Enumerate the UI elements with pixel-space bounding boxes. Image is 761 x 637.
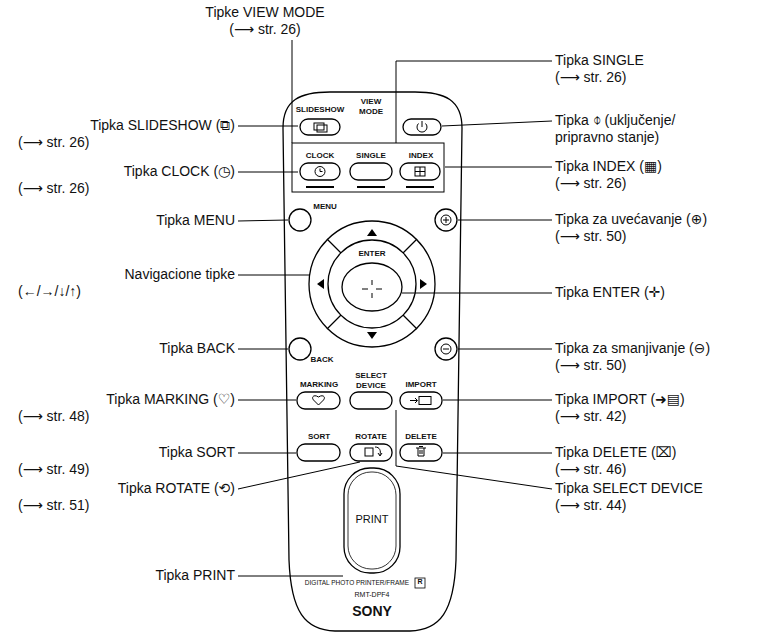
navigation-separators	[327, 239, 417, 329]
delete-button	[400, 444, 442, 461]
select-device-button	[350, 392, 392, 409]
callout-label: Tipka ENTER (✛)	[555, 284, 665, 301]
navigation-inner	[328, 240, 416, 328]
page-reference: (⟶ str. 26)	[555, 69, 626, 86]
back-button	[289, 338, 311, 360]
index-icon	[415, 167, 425, 176]
page-reference: (⟶ str. 50)	[555, 228, 626, 245]
button-label: MENU	[313, 202, 337, 212]
callout-label: Tipka CLOCK (◷)	[124, 163, 235, 180]
page-reference: (⟶ str. 51)	[18, 497, 89, 514]
zoom-out-button	[435, 338, 457, 360]
product-name: DIGITAL PHOTO PRINTER/FRAME	[305, 579, 409, 587]
sort-button	[297, 444, 340, 461]
page-reference: (⟶ str. 44)	[555, 497, 626, 514]
callout-label: Tipka ⌽ (uključenje/ pripravno stanje)	[555, 112, 715, 146]
marking-button	[297, 392, 340, 409]
page-reference: (←/→/↓/↑)	[18, 283, 81, 300]
callout-label: Tipka MARKING (♡)	[106, 391, 235, 408]
brand-logo: SONY	[352, 603, 392, 620]
page-reference: (⟶ str. 26)	[18, 134, 89, 151]
power-button	[403, 119, 441, 135]
index-button	[400, 163, 440, 180]
page-reference: (⟶ str. 26)	[229, 21, 300, 38]
leader-lines	[238, 40, 552, 576]
delete-icon	[416, 447, 426, 457]
callout-label: Tipka za uvećavanje (⊕)	[555, 211, 707, 228]
page-reference: (⟶ str. 26)	[555, 175, 626, 192]
button-label: INDEX	[409, 151, 433, 161]
page-reference: (⟶ str. 49)	[18, 461, 89, 478]
page-reference: (⟶ str. 42)	[555, 408, 626, 425]
mode-underlines	[306, 186, 434, 188]
logo-box	[415, 578, 425, 588]
page-reference: (⟶ str. 48)	[18, 408, 89, 425]
button-label: PRINT	[356, 513, 389, 526]
button-label: IMPORT	[405, 380, 436, 390]
callout-label: Tipka SINGLE	[555, 52, 644, 69]
callout-label: Navigacione tipke	[124, 266, 235, 283]
page-reference: (⟶ str. 46)	[555, 461, 626, 478]
button-label: SORT	[308, 432, 330, 442]
logo-mark: R	[417, 578, 422, 586]
button-label: SLIDESHOW	[296, 105, 344, 115]
button-label: MARKING	[300, 380, 338, 390]
callout-label: Tipka DELETE (⌧)	[555, 444, 676, 461]
callout-label: Tipka ROTATE (⟲)	[118, 480, 235, 497]
power-icon	[417, 121, 427, 132]
button-label: SINGLE	[356, 151, 386, 161]
slideshow-icon	[314, 123, 327, 132]
print-button-inner	[348, 472, 396, 569]
clock-icon	[315, 167, 325, 177]
print-button	[344, 468, 400, 573]
import-button	[400, 392, 442, 409]
zoom-icons	[441, 215, 451, 354]
clock-button	[300, 163, 340, 180]
menu-button	[289, 209, 311, 231]
callout-label: Tipka BACK	[159, 340, 235, 357]
button-label: ENTER	[358, 249, 385, 259]
heart-icon	[313, 396, 325, 405]
page-reference: (⟶ str. 50)	[555, 357, 626, 374]
page-reference: (⟶ str. 26)	[18, 180, 89, 197]
button-label: ROTATE	[355, 432, 387, 442]
enter-icon	[362, 280, 382, 298]
button-label: DELETE	[405, 432, 437, 442]
zoom-in-button	[435, 209, 457, 231]
navigation-arrows	[317, 229, 427, 339]
callout-label: Tipka SORT	[159, 444, 235, 461]
single-button	[350, 163, 392, 180]
enter-button	[342, 263, 402, 311]
callout-label: Tipka IMPORT (➜▤)	[555, 391, 685, 408]
callout-label: Tipka SLIDESHOW (⧉)	[90, 117, 235, 134]
model-number: RMT-DPF4	[355, 591, 390, 599]
rotate-button	[350, 444, 392, 461]
navigation-ring	[309, 221, 435, 347]
callout-label: Tipka SELECT DEVICE	[555, 480, 703, 497]
remote-body	[283, 92, 462, 631]
rotate-icon	[365, 447, 382, 456]
button-label: VIEW MODE	[354, 97, 388, 116]
import-icon	[410, 397, 431, 405]
callout-label: Tipka INDEX (▦)	[555, 158, 662, 175]
callout-label: Tipke VIEW MODE	[205, 4, 324, 21]
slideshow-button	[300, 119, 340, 135]
callout-label: Tipka PRINT	[155, 567, 235, 584]
callout-label: Tipka MENU	[156, 212, 235, 229]
button-label: BACK	[310, 355, 333, 365]
callout-label: Tipka za smanjivanje (⊖)	[555, 340, 710, 357]
button-label: SELECT DEVICE	[349, 371, 393, 390]
button-label: CLOCK	[306, 151, 334, 161]
